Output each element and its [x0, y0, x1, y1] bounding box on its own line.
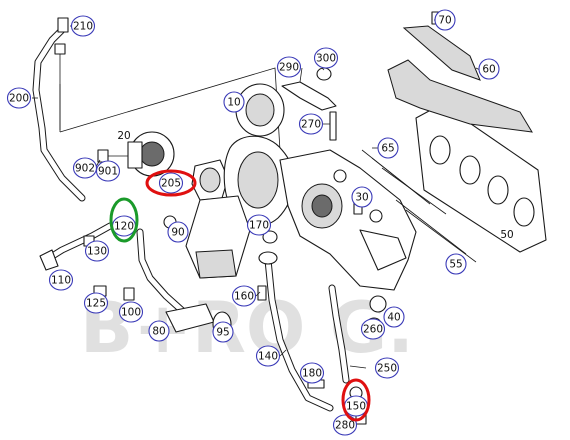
- callout-205: 205: [158, 172, 184, 194]
- callout-210: 210: [70, 15, 96, 37]
- callout-300: 300: [313, 47, 339, 69]
- wastegate-linkage: [191, 159, 229, 201]
- callout-number: 180: [302, 368, 322, 380]
- bolt-160: [257, 285, 267, 301]
- callout-280: 280: [332, 414, 358, 436]
- manifold-gasket-50: [415, 103, 547, 253]
- oil-feed-line-200: [32, 17, 86, 202]
- highlight-layer: [109, 169, 371, 422]
- part-label-20: 20: [117, 130, 130, 142]
- heat-shield-60: [387, 25, 533, 133]
- callout-number: 170: [249, 220, 269, 232]
- callout-number: 30: [355, 192, 368, 204]
- callout-902: 902: [72, 157, 98, 179]
- nut-40: [369, 295, 387, 313]
- callout-290: 290: [276, 56, 302, 78]
- callout-110: 110: [48, 269, 74, 291]
- banjo-bolt-210: [57, 17, 69, 33]
- callout-number: 200: [9, 93, 29, 105]
- studs-65-55: [361, 149, 477, 263]
- callout-number: 205: [161, 178, 181, 190]
- callout-number: 160: [234, 291, 254, 303]
- callout-number: 210: [73, 21, 93, 33]
- oil-return-pipe-110: [39, 215, 190, 318]
- callout-120: 120: [111, 215, 137, 237]
- callout-number: 10: [227, 97, 240, 109]
- callout-60: 60: [478, 58, 500, 80]
- callout-150: 150: [343, 395, 369, 417]
- callout-number: 290: [279, 62, 299, 74]
- callout-number: 110: [51, 275, 71, 287]
- callout-number: 902: [75, 163, 95, 175]
- callout-number: 95: [216, 327, 229, 339]
- callout-number: 300: [316, 53, 336, 65]
- callout-number: 901: [98, 166, 118, 178]
- callout-90: 90: [167, 221, 189, 243]
- callout-number: 150: [346, 401, 366, 413]
- highlight-ring-205: [145, 169, 197, 197]
- coolant-pipe-250: [328, 284, 387, 384]
- callout-number: 140: [258, 351, 278, 363]
- callout-70: 70: [434, 9, 456, 31]
- callout-30: 30: [351, 186, 373, 208]
- callout-number: 125: [86, 298, 106, 310]
- callout-270: 270: [298, 113, 324, 135]
- callout-number: 250: [377, 363, 397, 375]
- bracket-290: [281, 81, 337, 111]
- callout-140: 140: [255, 345, 281, 367]
- callout-180: 180: [299, 362, 325, 384]
- callout-number: 90: [171, 227, 184, 239]
- callout-10: 10: [223, 91, 245, 113]
- highlight-ring-150: [341, 378, 371, 422]
- callout-number: 60: [482, 64, 495, 76]
- callout-number: 55: [449, 259, 462, 271]
- callout-number: 80: [152, 326, 165, 338]
- callout-170: 170: [246, 214, 272, 236]
- callout-number: 100: [121, 307, 141, 319]
- callout-number: 280: [335, 420, 355, 432]
- callout-95: 95: [212, 321, 234, 343]
- highlight-ring-120: [109, 197, 139, 243]
- turbocharger-10: [185, 83, 295, 279]
- callout-130: 130: [84, 240, 110, 262]
- callout-number: 70: [438, 15, 451, 27]
- callout-55: 55: [445, 253, 467, 275]
- callout-40: 40: [383, 306, 405, 328]
- callout-160: 160: [231, 285, 257, 307]
- callout-200: 200: [6, 87, 32, 109]
- coolant-pipe-140: [257, 230, 334, 412]
- callout-100: 100: [118, 301, 144, 323]
- stud-270: [329, 111, 337, 141]
- callout-number: 40: [387, 312, 400, 324]
- exhaust-manifold: [279, 149, 417, 291]
- part-label-50: 50: [500, 229, 513, 241]
- callout-number: 270: [301, 119, 321, 131]
- callout-260: 260: [360, 318, 386, 340]
- callout-250: 250: [374, 357, 400, 379]
- callout-65: 65: [377, 137, 399, 159]
- callout-number: 130: [87, 246, 107, 258]
- callout-number: 260: [363, 324, 383, 336]
- callout-number: 65: [381, 143, 394, 155]
- callout-901: 901: [95, 160, 121, 182]
- callout-125: 125: [83, 292, 109, 314]
- callout-80: 80: [148, 320, 170, 342]
- seal-170: [262, 230, 278, 244]
- bolt-100: [123, 287, 135, 301]
- callout-number: 120: [114, 221, 134, 233]
